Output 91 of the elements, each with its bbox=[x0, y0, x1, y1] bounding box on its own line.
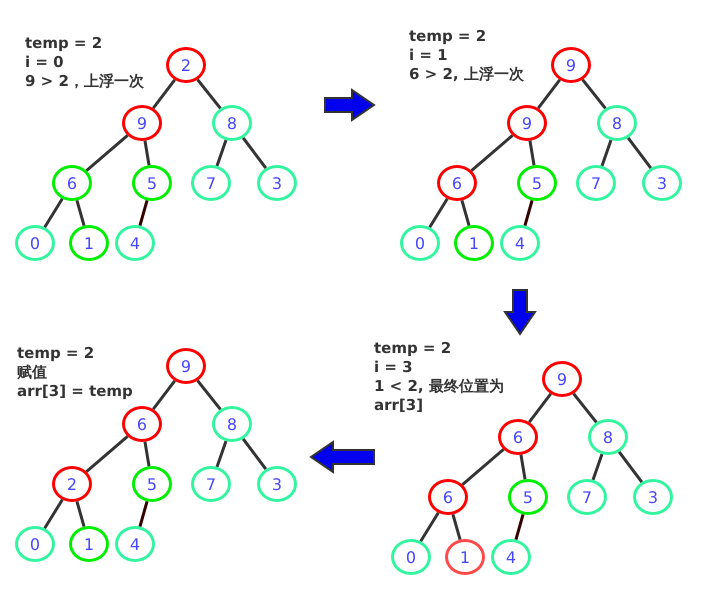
tree-edge bbox=[600, 140, 612, 166]
step-note: i = 1 bbox=[409, 46, 448, 65]
tree-node-circle: 4 bbox=[500, 225, 540, 261]
tree-node-circle: 4 bbox=[115, 225, 155, 261]
tree-edge bbox=[519, 454, 527, 480]
tree-edge bbox=[76, 200, 86, 226]
tree-node-circle: 3 bbox=[642, 165, 682, 201]
tree-edge bbox=[86, 435, 128, 473]
tree-node-circle: 9 bbox=[166, 348, 206, 384]
tree-node-circle: 1 bbox=[69, 526, 109, 562]
tree-node-circle: 6 bbox=[437, 165, 477, 201]
tree-edge bbox=[152, 380, 176, 410]
tree-node-circle: 5 bbox=[132, 466, 172, 502]
tree-node-circle: 3 bbox=[257, 165, 297, 201]
tree-node-circle: 0 bbox=[400, 225, 440, 261]
tree-node-circle: 0 bbox=[15, 526, 55, 562]
tree-node-circle: 9 bbox=[122, 105, 162, 141]
tree-edge bbox=[460, 200, 470, 226]
tree-node-circle: 6 bbox=[122, 406, 162, 442]
tree-node-circle: 4 bbox=[491, 539, 531, 575]
tree-node-circle: 8 bbox=[212, 406, 252, 442]
tree-node-circle: 8 bbox=[212, 105, 252, 141]
tree-edge bbox=[528, 140, 536, 166]
tree-edge bbox=[216, 140, 228, 166]
block-arrow bbox=[324, 88, 376, 122]
tree-node-circle: 6 bbox=[428, 479, 468, 515]
step-note: temp = 2 bbox=[17, 344, 94, 363]
step-note: arr[3] = temp bbox=[17, 382, 133, 401]
tree-node-circle: 7 bbox=[567, 479, 607, 515]
tree-node-circle: 6 bbox=[52, 165, 92, 201]
tree-edge bbox=[216, 440, 228, 468]
tree-edge bbox=[43, 198, 64, 228]
tree-node-circle: 0 bbox=[15, 225, 55, 261]
tree-node-circle: 7 bbox=[191, 165, 231, 201]
tree-node-circle: 9 bbox=[507, 105, 547, 141]
tree-node-circle: 5 bbox=[508, 479, 548, 515]
tree-edge bbox=[581, 78, 607, 110]
tree-node-circle: 7 bbox=[576, 165, 616, 201]
tree-node-circle: 2 bbox=[52, 466, 92, 502]
tree-node-circle: 6 bbox=[498, 419, 538, 455]
step-note: 赋值 bbox=[17, 363, 47, 382]
tree-edge bbox=[470, 134, 514, 172]
tree-node-circle: 3 bbox=[257, 466, 297, 502]
tree-edge bbox=[592, 454, 604, 480]
step-note: temp = 2 bbox=[374, 339, 452, 358]
tree-node-circle: 0 bbox=[391, 539, 431, 575]
tree-node-circle: 1 bbox=[445, 539, 485, 575]
tree-node-circle: 7 bbox=[191, 466, 231, 502]
step-note: i = 0 bbox=[25, 53, 64, 72]
tree-node-circle: 1 bbox=[69, 225, 109, 261]
tree-edge bbox=[138, 501, 148, 527]
tree-node-circle: 2 bbox=[166, 47, 206, 83]
tree-edge bbox=[242, 137, 267, 169]
step-note: 9 > 2，上浮一次 bbox=[25, 72, 144, 91]
block-arrow bbox=[309, 440, 375, 474]
tree-edge bbox=[419, 512, 440, 542]
block-arrow bbox=[503, 289, 537, 336]
tree-node-circle: 9 bbox=[542, 361, 582, 397]
tree-edge bbox=[627, 137, 652, 169]
tree-edge bbox=[76, 501, 86, 527]
tree-edge bbox=[528, 392, 552, 424]
tree-edge bbox=[514, 514, 524, 540]
tree-edge bbox=[43, 498, 64, 530]
tree-edge bbox=[196, 78, 222, 110]
tree-edge bbox=[143, 140, 151, 166]
tree-node-circle: 5 bbox=[517, 165, 557, 201]
step-note: 1 < 2, 最终位置为 arr[3] bbox=[374, 377, 505, 415]
tree-node-circle: 8 bbox=[597, 105, 637, 141]
step-note: temp = 2 bbox=[409, 27, 486, 46]
tree-edge bbox=[452, 514, 462, 540]
tree-edge bbox=[86, 134, 128, 172]
tree-edge bbox=[152, 78, 176, 110]
tree-edge bbox=[242, 438, 267, 470]
tree-edge bbox=[537, 78, 561, 110]
tree-edge bbox=[462, 448, 504, 486]
tree-edge bbox=[196, 380, 222, 410]
tree-edge bbox=[524, 200, 534, 226]
tree-node-circle: 5 bbox=[132, 165, 172, 201]
step-note: temp = 2 bbox=[25, 34, 102, 53]
tree-edge bbox=[618, 451, 643, 483]
step-note: 6 > 2, 上浮一次 bbox=[409, 65, 524, 84]
tree-node-circle: 3 bbox=[633, 479, 673, 515]
tree-node-circle: 9 bbox=[551, 47, 591, 83]
tree-node-circle: 8 bbox=[588, 419, 628, 455]
tree-node-circle: 1 bbox=[454, 225, 494, 261]
tree-node-circle: 4 bbox=[115, 526, 155, 562]
tree-edge bbox=[138, 200, 148, 226]
tree-edge bbox=[428, 198, 449, 228]
tree-edge bbox=[572, 392, 598, 424]
step-note: i = 3 bbox=[374, 358, 413, 377]
tree-edge bbox=[143, 442, 151, 466]
